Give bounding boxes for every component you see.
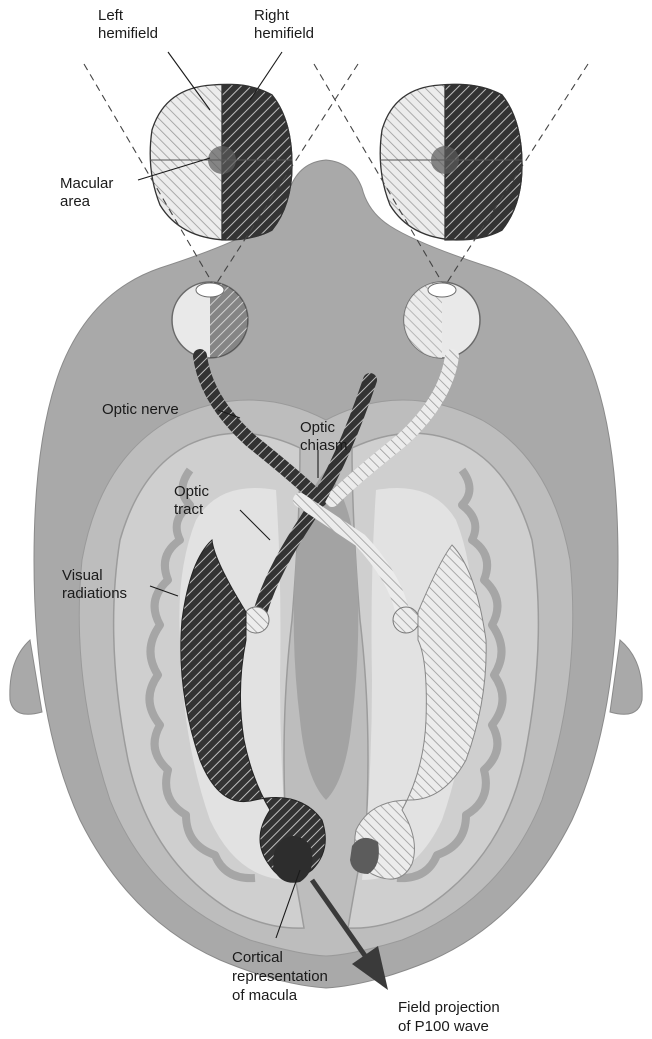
right-eye-visual-field: [380, 84, 522, 240]
right-eyeball: [404, 282, 480, 358]
left-eyeball: [172, 282, 248, 358]
left-lgn: [243, 607, 269, 633]
field-projection-label: Field projection of P100 wave: [398, 999, 504, 1035]
right-hemifield-label: Right hemifield: [254, 7, 314, 42]
right-macular-area: [431, 146, 459, 174]
right-ear: [610, 640, 642, 714]
right-lgn: [393, 607, 419, 633]
left-hemifield-label: Left hemifield: [98, 7, 158, 42]
optic-nerve-label: Optic nerve: [102, 401, 179, 418]
left-eye-visual-field: [150, 84, 292, 240]
macular-area-label: Macular area: [60, 175, 118, 210]
left-ear: [10, 640, 42, 714]
left-macular-area: [208, 146, 236, 174]
